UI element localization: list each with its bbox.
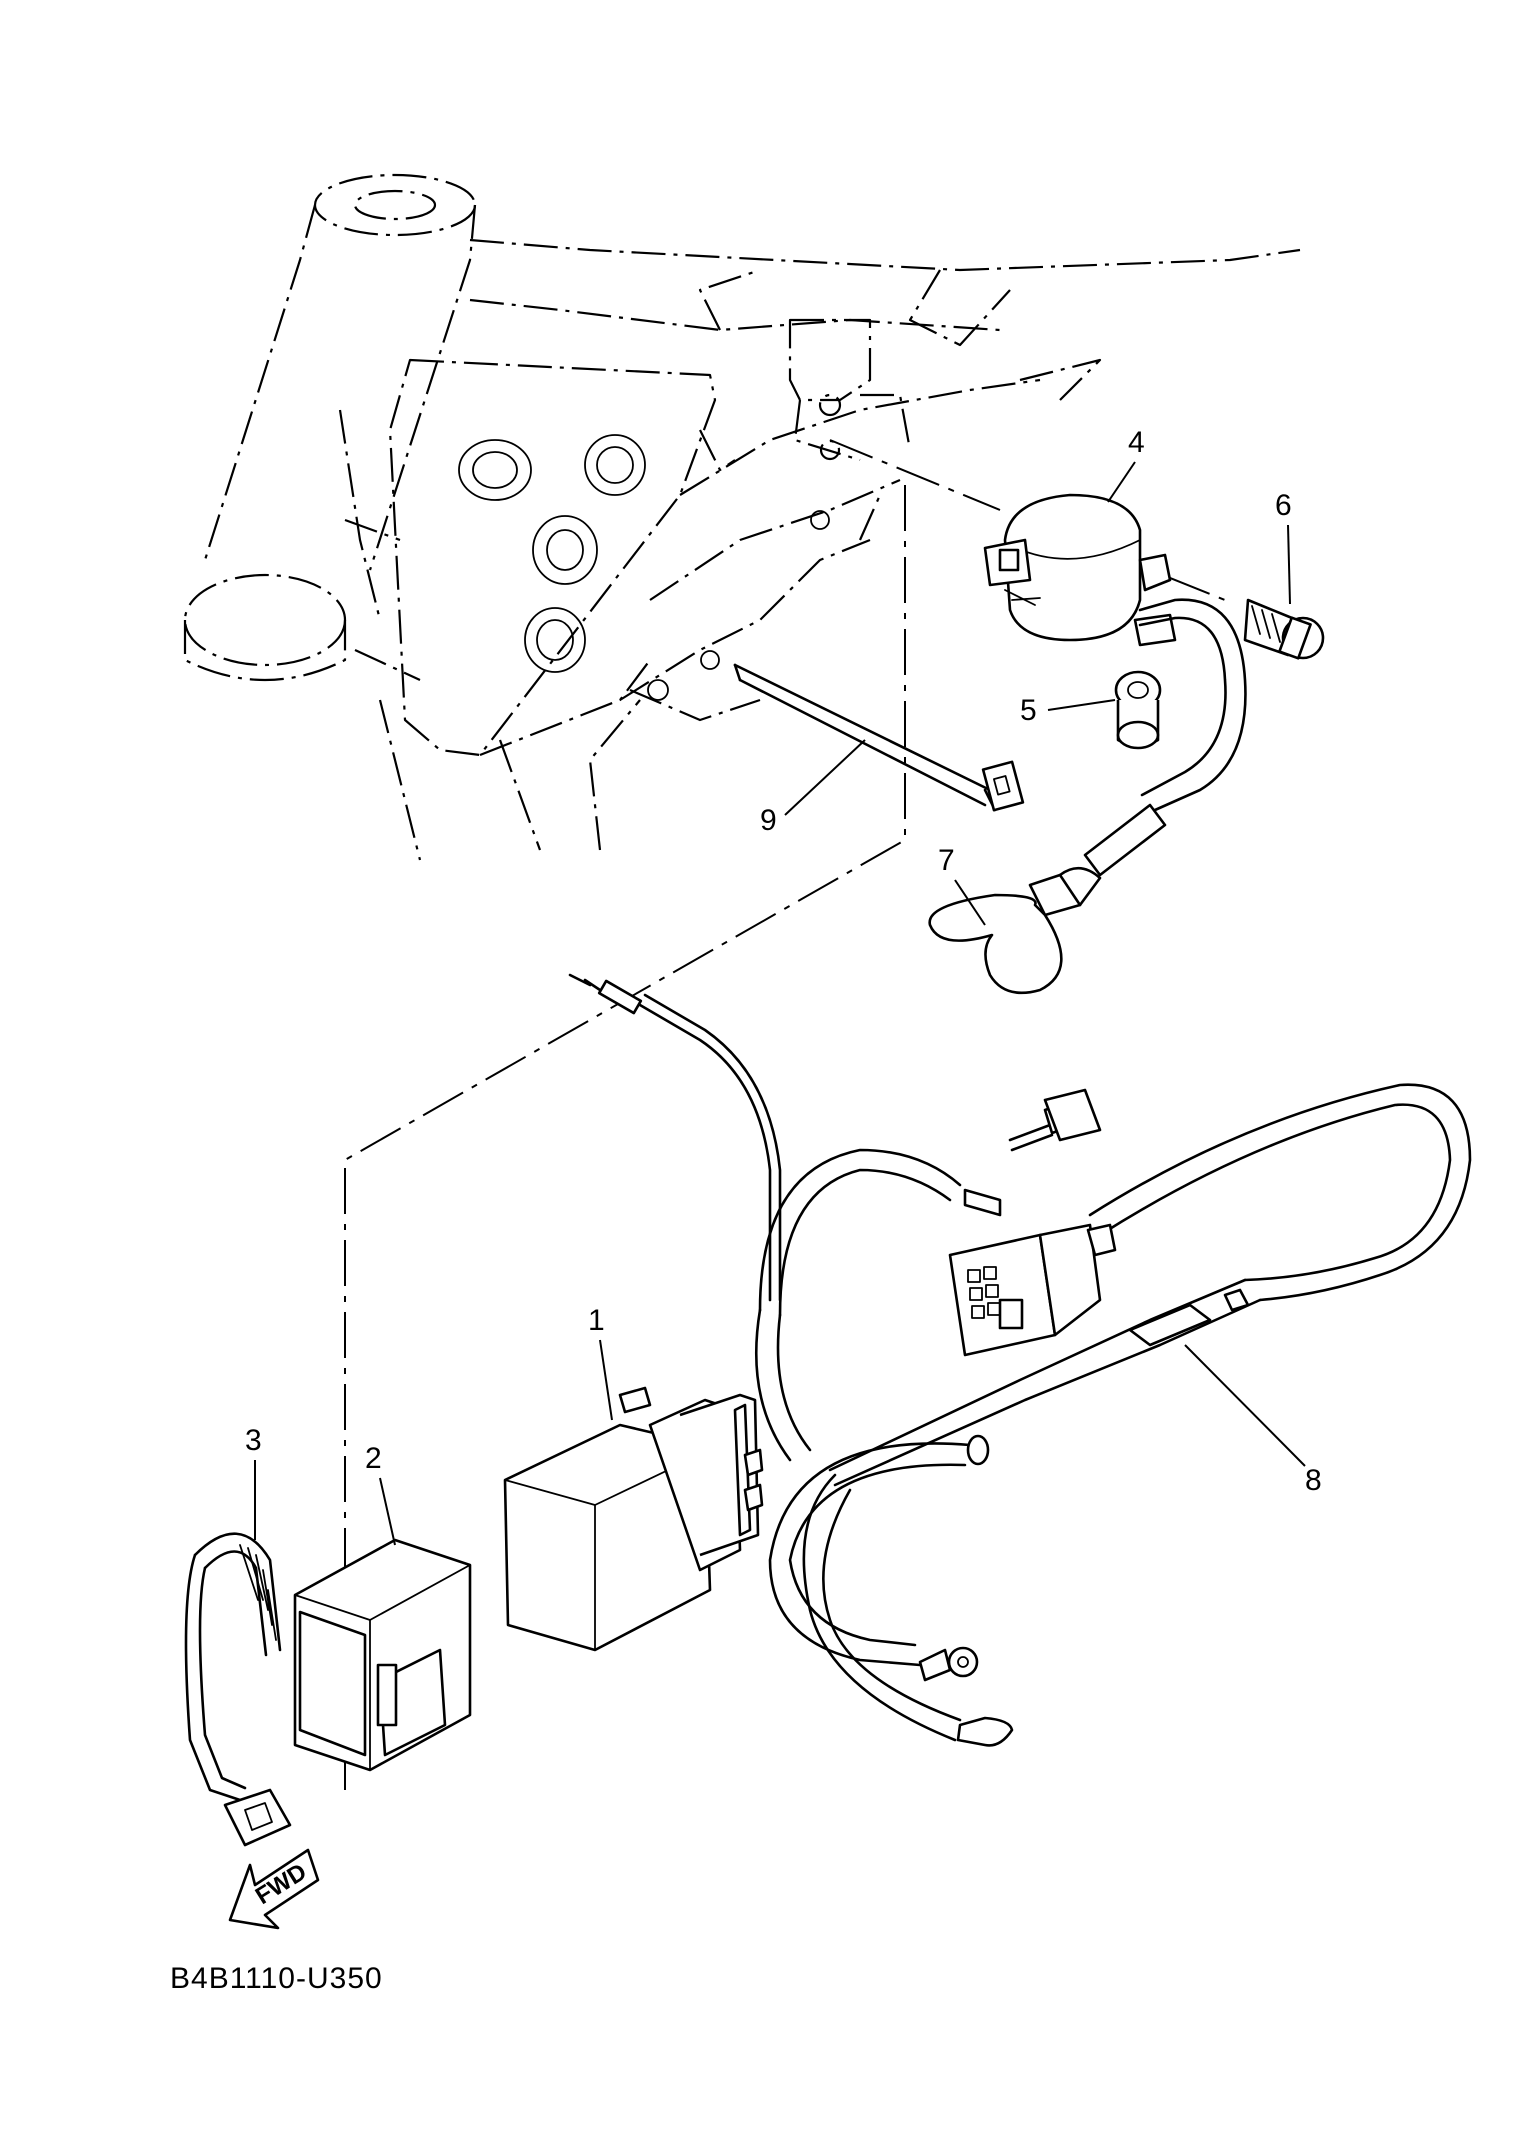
callout-9: 9 xyxy=(760,804,777,837)
callout-1: 1 xyxy=(588,1304,605,1337)
leader-4 xyxy=(1107,461,1136,503)
callout-2: 2 xyxy=(365,1442,382,1475)
callout-7: 7 xyxy=(938,844,955,877)
leader-8 xyxy=(1184,1344,1306,1467)
leader-2 xyxy=(379,1477,396,1546)
leader-7 xyxy=(954,879,986,926)
leader-9 xyxy=(784,739,866,816)
lead-wire xyxy=(733,663,1025,812)
fwd-arrow-icon: FWD xyxy=(228,1848,320,1930)
callout-6: 6 xyxy=(1275,489,1292,522)
callout-4: 4 xyxy=(1128,426,1145,459)
leader-5 xyxy=(1047,699,1116,711)
high-tension-lead xyxy=(928,598,1247,995)
diagram-code: B4B1110-U350 xyxy=(170,1962,383,1995)
plug-cap-grommet xyxy=(1114,670,1162,750)
callout-3: 3 xyxy=(245,1424,262,1457)
motorcycle-frame xyxy=(183,173,1301,861)
callout-8: 8 xyxy=(1305,1464,1322,1497)
cable-tie xyxy=(184,1532,292,1847)
wire-harness xyxy=(568,973,1472,1747)
leader-6 xyxy=(1287,524,1291,605)
cdi-unit xyxy=(503,1386,764,1652)
callout-5: 5 xyxy=(1020,694,1037,727)
cdi-holder xyxy=(293,1538,472,1772)
ignition-coil xyxy=(983,493,1177,647)
leader-1 xyxy=(599,1339,613,1421)
bolt xyxy=(1243,598,1325,660)
